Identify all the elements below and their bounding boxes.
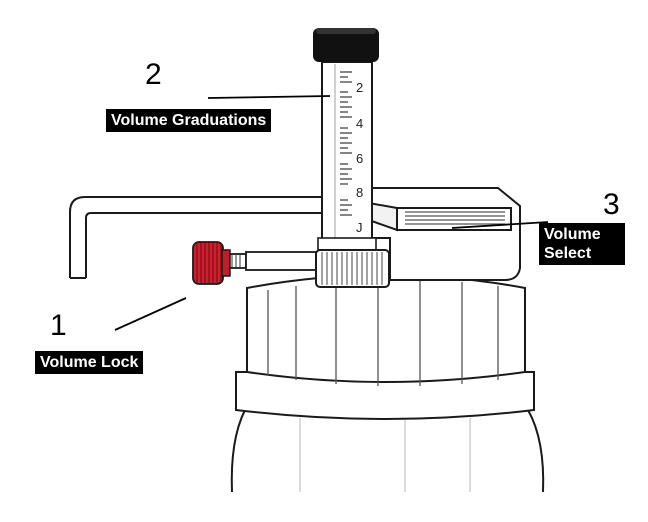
callout-label-volume-select-line1: Volume bbox=[544, 226, 601, 243]
cylinder-cap bbox=[313, 28, 379, 62]
callout-number-1: 1 bbox=[50, 309, 67, 342]
graduation-ticks bbox=[340, 71, 352, 216]
bottle-body bbox=[230, 409, 545, 493]
callout-label-volume-graduations: Volume Graduations bbox=[106, 109, 272, 132]
graduation-label: J bbox=[356, 220, 363, 235]
discharge-tube bbox=[69, 196, 372, 279]
knurled-collar bbox=[315, 237, 390, 288]
leader-line-volume-lock bbox=[114, 297, 187, 331]
callout-label-volume-select-line2: Select bbox=[544, 245, 592, 262]
leader-line-volume-graduations bbox=[207, 95, 331, 99]
graduation-label: 8 bbox=[356, 185, 363, 200]
callout-label-volume-lock: Volume Lock bbox=[35, 351, 144, 374]
graduated-cylinder: 2 4 6 8 J bbox=[313, 28, 379, 247]
screw-cap bbox=[246, 274, 526, 386]
leader-line-volume-select bbox=[451, 221, 549, 229]
graduation-label: 2 bbox=[356, 80, 363, 95]
callout-number-2: 2 bbox=[145, 58, 162, 91]
callout-label-volume-select: Volume Select bbox=[539, 223, 625, 265]
volume-lock-assembly bbox=[192, 241, 317, 285]
graduation-label: 4 bbox=[356, 116, 363, 131]
graduation-label: 6 bbox=[356, 151, 363, 166]
callout-number-3: 3 bbox=[603, 188, 620, 221]
bottle-neck-ring bbox=[235, 371, 535, 420]
leader-lines bbox=[114, 95, 549, 331]
